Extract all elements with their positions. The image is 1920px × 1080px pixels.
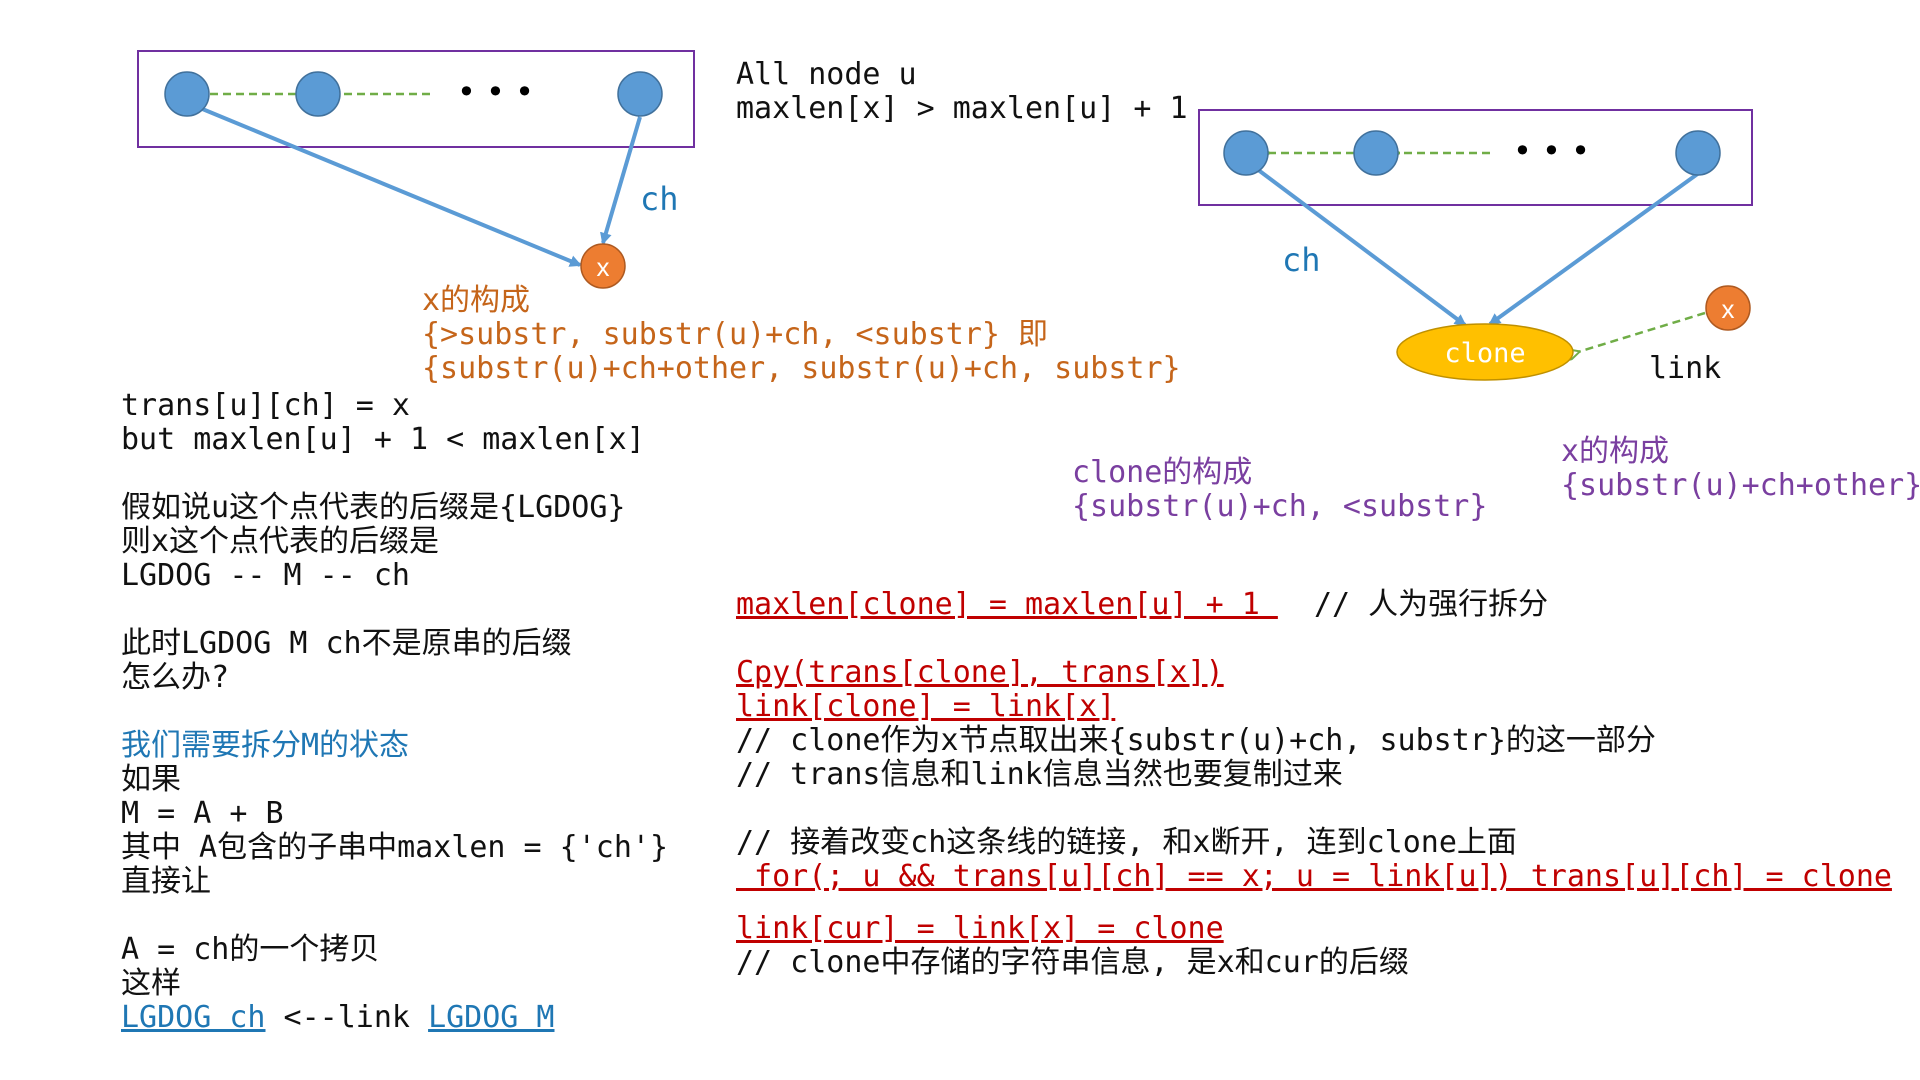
caption-line-3: {substr(u)+ch+other, substr(u)+ch, subst…: [422, 351, 1181, 386]
left-node-x-label: x: [597, 252, 610, 282]
link-arrow-text: <--link: [265, 1000, 429, 1035]
stmt-maxlen-clone: maxlen[clone] = maxlen[u] + 1: [736, 587, 1278, 622]
right-x-composition-caption: x的构成 {substr(u)+ch+other}: [1561, 435, 1920, 503]
comment-redirect: // 接着改变ch这条线的链接, 和x断开, 连到clone上面: [736, 825, 1517, 860]
para2-line-2: 怎么办?: [121, 660, 230, 695]
stmt-cpy-trans: Cpy(trans[clone], trans[x]): [736, 655, 1224, 690]
para1-line-2: 则x这个点代表的后缀是: [121, 524, 440, 559]
left-transition-arrow-2: [600, 116, 642, 245]
stmt-for-loop: for(; u && trans[u][ch] == x; u = link[u…: [736, 859, 1892, 894]
para4-line-2: 这样: [121, 966, 181, 1001]
right-node-1: [1223, 130, 1269, 176]
lgdog-ch-link: LGDOG ch: [121, 1000, 266, 1035]
left-edge-label-ch: ch: [640, 180, 679, 218]
header-line-1: All node u: [736, 57, 917, 92]
left-node-u: [617, 71, 663, 117]
para3-line-4: 直接让: [121, 864, 211, 899]
left-suffix-chain-box: [137, 50, 695, 148]
comment-copy-info: // trans信息和link信息当然也要复制过来: [736, 757, 1343, 792]
right-code-block: maxlen[clone] = maxlen[u] + 1 // 人为强行拆分 …: [736, 588, 1892, 980]
clone-caption-line-2: {substr(u)+ch, <substr}: [1072, 489, 1488, 524]
right-transition-arrow-2: [1488, 168, 1705, 326]
maxlen-line: but maxlen[u] + 1 < maxlen[x]: [121, 422, 645, 457]
comment-clone-part: // clone作为x节点取出来{substr(u)+ch, substr}的这…: [736, 723, 1656, 758]
left-dots: • • •: [457, 73, 534, 111]
para3-line-3: 其中 A包含的子串中maxlen = {'ch'}: [121, 830, 669, 865]
right-transition-arrow-1: [1255, 167, 1467, 327]
caption-line-1: x的构成: [422, 283, 531, 318]
right-link-arrow-x-to-clone: [1578, 311, 1706, 352]
para3-line-1: 如果: [121, 762, 181, 797]
left-node-1: [164, 71, 210, 117]
clone-composition-caption: clone的构成 {substr(u)+ch, <substr}: [1072, 456, 1487, 524]
left-transition-arrow-1: [199, 106, 582, 267]
left-node-x: [580, 243, 626, 289]
caption-line-2: {>substr, substr(u)+ch, <substr} 即: [422, 317, 1049, 352]
para1-line-1: 假如说u这个点代表的后缀是{LGDOG}: [121, 490, 626, 525]
lgdog-m-link: LGDOG M: [428, 1000, 555, 1035]
right-node-2: [1353, 130, 1399, 176]
right-node-u: [1675, 130, 1721, 176]
stmt-maxlen-clone-line: maxlen[clone] = maxlen[u] + 1 // 人为强行拆分: [736, 588, 1892, 622]
right-node-x: [1705, 285, 1751, 331]
header-block: All node u maxlen[x] > maxlen[u] + 1: [736, 58, 1188, 126]
para4-line-1: A = ch的一个拷贝: [121, 932, 380, 967]
x-caption-line-1: x的构成: [1561, 434, 1670, 469]
left-node-2: [295, 71, 341, 117]
right-edge-label-ch: ch: [1282, 241, 1321, 279]
split-heading: 我们需要拆分M的状态: [121, 728, 410, 763]
header-line-2: maxlen[x] > maxlen[u] + 1: [736, 91, 1188, 126]
stmt-link-clone: link[clone] = link[x]: [736, 689, 1116, 724]
right-link-label: link: [1649, 351, 1721, 386]
clone-caption-line-1: clone的构成: [1072, 455, 1253, 490]
clone-node-label: clone: [1444, 338, 1525, 369]
x-caption-line-2: {substr(u)+ch+other}: [1561, 468, 1920, 503]
para1-line-3: LGDOG -- M -- ch: [121, 558, 410, 593]
left-x-composition-caption: x的构成 {>substr, substr(u)+ch, <substr} 即 …: [422, 284, 1181, 386]
comment-clone-suffix: // clone中存储的字符串信息, 是x和cur的后缀: [736, 945, 1409, 980]
left-explanation: trans[u][ch] = x but maxlen[u] + 1 < max…: [121, 389, 668, 1035]
para3-line-2: M = A + B: [121, 796, 284, 831]
para2-line-1: 此时LGDOG M ch不是原串的后缀: [121, 626, 572, 661]
trans-line: trans[u][ch] = x: [121, 388, 410, 423]
right-dots: • • •: [1513, 132, 1590, 170]
stmt-maxlen-comment: // 人为强行拆分: [1277, 587, 1549, 622]
clone-node: [1396, 323, 1574, 381]
right-node-x-label: x: [1722, 294, 1735, 324]
link-relation-line: LGDOG ch <--link LGDOG M: [121, 1001, 668, 1035]
stmt-link-cur: link[cur] = link[x] = clone: [736, 911, 1224, 946]
right-suffix-chain-box: [1198, 109, 1753, 206]
